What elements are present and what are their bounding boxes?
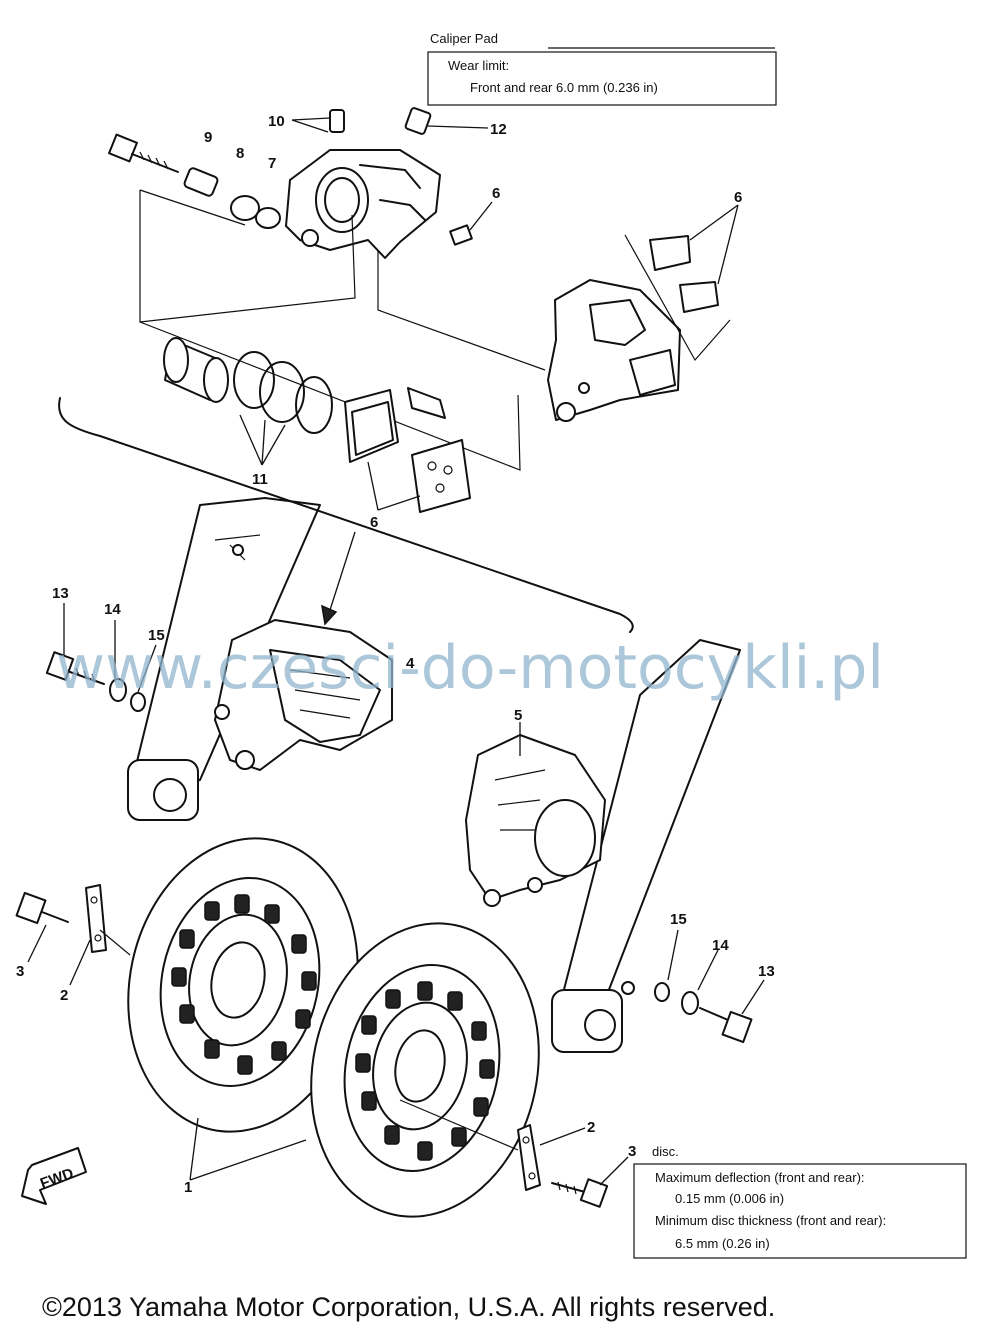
left-fork-assembly — [45, 497, 393, 821]
spec-disc-line3: Minimum disc thickness (front and rear): — [655, 1213, 886, 1228]
label-2-right: 2 — [587, 1119, 595, 1136]
lock-washer-2-right — [517, 1124, 586, 1191]
spec-pad-title: Caliper Pad — [430, 31, 498, 46]
spec-disc-line4: 6.5 mm (0.26 in) — [675, 1236, 770, 1251]
label-2-left: 2 — [60, 987, 68, 1004]
label-3-left: 3 — [16, 963, 24, 980]
label-6-upper: 6 — [492, 185, 500, 202]
label-11: 11 — [252, 471, 268, 488]
lock-washer-2-left — [69, 884, 107, 986]
washer-15-left — [130, 692, 146, 712]
bleeder-12 — [404, 107, 489, 135]
washer-15-right — [654, 982, 670, 1002]
label-7: 7 — [268, 155, 276, 172]
part-labels: 1 2 2 3 3 4 5 6 6 6 7 8 9 10 11 12 13 13… — [16, 113, 775, 1196]
label-4: 4 — [406, 655, 415, 672]
bolt-13-left — [45, 651, 105, 685]
caliper-4 — [214, 619, 393, 771]
label-14-right: 14 — [712, 937, 729, 954]
spec-disc-line1: Maximum deflection (front and rear): — [655, 1170, 865, 1185]
copyright-notice: ©2013 Yamaha Motor Corporation, U.S.A. A… — [42, 1292, 775, 1322]
label-13-right: 13 — [758, 963, 775, 980]
label-3-right: 3 — [628, 1143, 636, 1160]
pads-6-set — [344, 387, 471, 513]
spec-disc-title: disc. — [652, 1144, 679, 1159]
label-10: 10 — [268, 113, 285, 130]
label-1: 1 — [184, 1179, 192, 1196]
spec-box-disc: disc. Maximum deflection (front and rear… — [633, 1144, 967, 1259]
caliper-5 — [465, 734, 606, 907]
label-13-left: 13 — [52, 585, 69, 602]
label-9: 9 — [204, 129, 212, 146]
label-14-left: 14 — [104, 601, 121, 618]
sleeve-8 — [183, 167, 219, 197]
watermark-text: www.czesci-do-motocykli.pl — [56, 633, 884, 703]
label-12: 12 — [490, 121, 507, 138]
label-15-right: 15 — [670, 911, 687, 928]
spec-pad-line1: Wear limit: — [448, 58, 509, 73]
bolt-3-left — [15, 891, 69, 963]
bolt-3-right — [551, 1156, 629, 1208]
spec-box-pad: Caliper Pad Wear limit: Front and rear 6… — [427, 31, 777, 106]
brake-disc-right — [310, 922, 540, 1218]
label-8: 8 — [236, 145, 244, 162]
label-15-left: 15 — [148, 627, 165, 644]
spec-pad-line2: Front and rear 6.0 mm (0.236 in) — [470, 80, 658, 95]
right-fork-assembly — [465, 639, 765, 1053]
bolt-9 — [108, 133, 179, 173]
piston-seals-11 — [163, 337, 333, 466]
fwd-arrow-mark: FWD — [21, 1147, 87, 1205]
label-5: 5 — [514, 707, 522, 724]
caliper-exploded-group — [58, 107, 739, 633]
label-6-pads: 6 — [370, 514, 378, 531]
bolt-13-right — [699, 1007, 753, 1044]
washer-14-left — [109, 678, 127, 702]
cap-10 — [291, 109, 345, 133]
caliper-bracket-right — [547, 204, 739, 422]
screw-6-upper — [449, 201, 493, 246]
caliper-body-upper — [285, 149, 441, 259]
label-6-right: 6 — [734, 189, 742, 206]
brake-disc-left — [127, 837, 359, 1133]
washer-14-right — [681, 991, 699, 1015]
spec-disc-line2: 0.15 mm (0.006 in) — [675, 1191, 784, 1206]
boot-7 — [230, 195, 281, 229]
